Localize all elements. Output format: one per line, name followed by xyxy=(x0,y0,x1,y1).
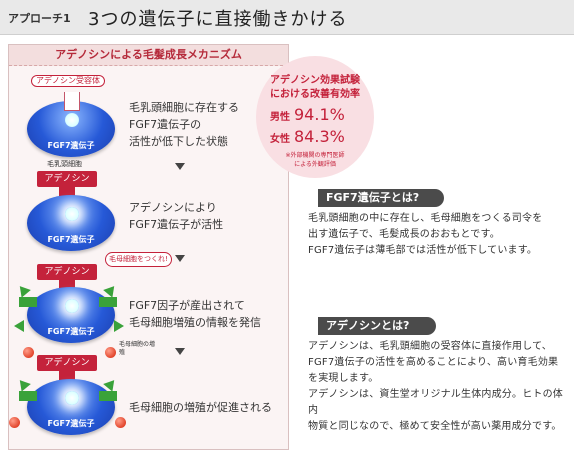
cell-label: 毛乳頭細胞 xyxy=(47,160,82,168)
receptor-label: アデノシン受容体 xyxy=(31,75,105,87)
badge-heading-line-1: アデノシン効果試験 xyxy=(270,75,360,86)
adenosine-line-3: を実現します。 xyxy=(308,373,379,384)
badge-note-line-2: による外観評価 xyxy=(294,161,336,168)
down-arrow-icon xyxy=(175,348,185,355)
hair-matrix-cell-dot xyxy=(115,417,126,428)
step-2-text: アデノシンにより FGF7遺伝子が活性 xyxy=(129,199,223,233)
green-arrow-icon xyxy=(15,376,31,392)
proliferation-label: 毛母細胞の増殖 xyxy=(119,341,156,356)
step-3-text: FGF7因子が産出されて 毛母細胞増殖の情報を発信 xyxy=(129,297,261,331)
green-arrow-icon xyxy=(114,320,124,332)
gene-label: FGF7遺伝子 xyxy=(47,419,95,428)
adenosine-line-4: アデノシンは、資生堂オリジナル生体内成分。ヒトの体内 xyxy=(308,389,563,416)
adenosine-line-2: FGF7遺伝子の活性を高めることにより、高い育毛効果 xyxy=(308,357,559,368)
step-4-line-1: 毛母細胞の増殖が促進される xyxy=(129,401,272,414)
approach-label: アプローチ1 xyxy=(8,12,71,25)
gene-core xyxy=(65,113,79,127)
efficacy-badge: アデノシン効果試験 における改善有効率 男性 94.1% 女性 84.3% ※外部機… xyxy=(256,56,374,178)
hair-matrix-cell-dot xyxy=(105,347,116,358)
fgf7-line-3: FGF7遺伝子は薄毛部では活性が低下しています。 xyxy=(308,245,538,256)
fgf7-section-heading: FGF7遺伝子とは? xyxy=(318,189,444,207)
adenosine-line-5: 物質と同じなので、極めて安全性が高い薬用成分です。 xyxy=(308,421,562,432)
step-2-line-1: アデノシンにより xyxy=(129,201,217,214)
green-arrow-icon xyxy=(103,282,119,298)
badge-note: ※外部機関の専門医師 による外観評価 xyxy=(256,151,374,169)
fgf7-factor-bar xyxy=(19,297,37,307)
gene-label: FGF7遺伝子 xyxy=(47,235,95,244)
gene-core xyxy=(65,391,79,405)
gene-label: FGF7遺伝子 xyxy=(47,141,95,150)
command-bubble: 毛母細胞をつくれ! xyxy=(105,252,172,267)
gene-core xyxy=(65,207,79,221)
fgf7-factor-bar xyxy=(99,297,117,307)
page-title: 3つの遺伝子に直接働きかける xyxy=(88,9,348,30)
step-1-line-1: 毛乳頭細胞に存在する xyxy=(129,101,239,114)
step-1-line-3: 活性が低下した状態 xyxy=(129,135,228,148)
female-label: 女性 xyxy=(270,134,290,145)
hair-papilla-cell-2: FGF7遺伝子 xyxy=(27,195,115,251)
male-rate: 男性 94.1% xyxy=(270,105,345,124)
badge-note-line-1: ※外部機関の専門医師 xyxy=(285,152,345,159)
down-arrow-icon xyxy=(175,255,185,262)
page-header: アプローチ1 3つの遺伝子に直接働きかける xyxy=(0,0,574,35)
female-value: 84.3% xyxy=(294,127,345,146)
gene-label: FGF7遺伝子 xyxy=(47,327,95,336)
step-1-line-2: FGF7遺伝子の xyxy=(129,118,202,131)
adenosine-line-1: アデノシンは、毛乳頭細胞の受容体に直接作用して、 xyxy=(308,341,552,352)
badge-heading: アデノシン効果試験 における改善有効率 xyxy=(256,74,374,102)
hair-matrix-cell-dot xyxy=(9,417,20,428)
hair-papilla-cell-3: FGF7遺伝子 xyxy=(27,287,115,343)
green-arrow-icon xyxy=(14,320,24,332)
hair-papilla-cell-4: FGF7遺伝子 xyxy=(27,379,115,435)
adenosine-bar: アデノシン xyxy=(37,171,97,187)
mechanism-panel: アデノシンによる毛髪成長メカニズム アデノシン受容体 FGF7遺伝子 毛乳頭細胞… xyxy=(8,44,289,450)
fgf7-line-2: 出す遺伝子で、毛髪成長のおおもとです。 xyxy=(308,229,500,240)
step-4-text: 毛母細胞の増殖が促進される xyxy=(129,399,272,416)
adenosine-section-heading: アデノシンとは? xyxy=(318,317,436,335)
female-rate: 女性 84.3% xyxy=(270,127,345,146)
adenosine-bar: アデノシン xyxy=(37,355,97,371)
fgf7-section-body: 毛乳頭細胞の中に存在し、毛母細胞をつくる司令を 出す遺伝子で、毛髪成長のおおもと… xyxy=(308,211,570,259)
male-value: 94.1% xyxy=(294,105,345,124)
fgf7-factor-bar xyxy=(99,391,117,401)
receptor-notch xyxy=(64,92,80,111)
step-1-text: 毛乳頭細胞に存在する FGF7遺伝子の 活性が低下した状態 xyxy=(129,99,239,150)
step-2-line-2: FGF7遺伝子が活性 xyxy=(129,218,224,231)
fgf7-factor-bar xyxy=(19,391,37,401)
step-3-line-1: FGF7因子が産出されて xyxy=(129,299,245,312)
gene-core xyxy=(65,299,79,313)
adenosine-bar: アデノシン xyxy=(37,264,97,280)
mechanism-title: アデノシンによる毛髪成長メカニズム xyxy=(9,45,288,66)
adenosine-stem xyxy=(59,369,75,381)
adenosine-section-body: アデノシンは、毛乳頭細胞の受容体に直接作用して、 FGF7遺伝子の活性を高めるこ… xyxy=(308,339,570,435)
male-label: 男性 xyxy=(270,112,290,123)
down-arrow-icon xyxy=(175,163,185,170)
fgf7-line-1: 毛乳頭細胞の中に存在し、毛母細胞をつくる司令を xyxy=(308,213,543,224)
green-arrow-icon xyxy=(15,282,31,298)
badge-heading-line-2: における改善有効率 xyxy=(270,89,360,100)
step-3-line-2: 毛母細胞増殖の情報を発信 xyxy=(129,316,261,329)
hair-matrix-cell-dot xyxy=(23,347,34,358)
